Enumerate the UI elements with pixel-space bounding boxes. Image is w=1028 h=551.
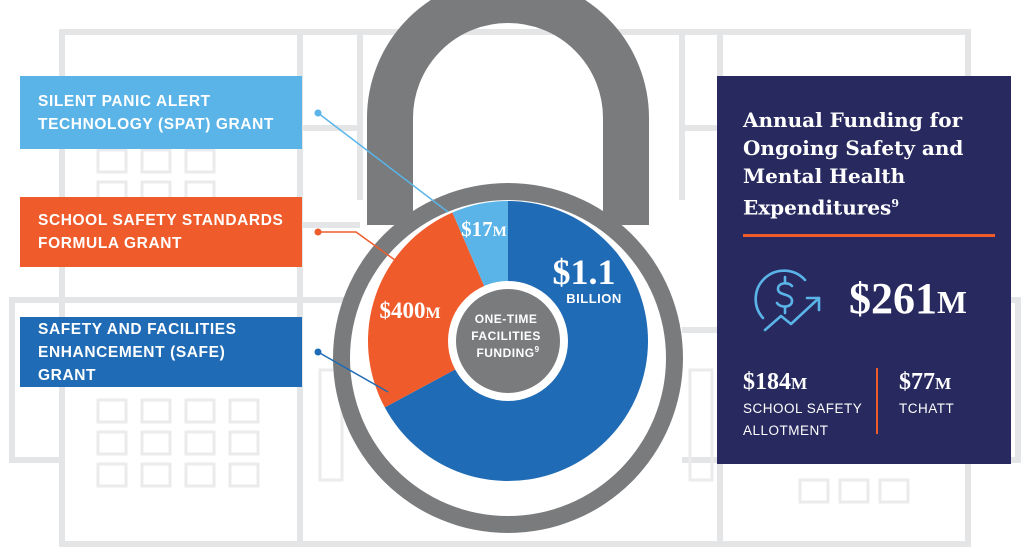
slice-label-spat: $17M <box>461 217 507 241</box>
tchatt-label: TCHATT <box>899 401 955 416</box>
panel-divider-rule <box>743 234 995 237</box>
slice-label-safe-unit: BILLION <box>566 291 622 306</box>
school-safety-allotment-label: SCHOOL SAFETY ALLOTMENT <box>743 401 863 438</box>
money-growth-icon <box>754 269 821 332</box>
slice-label-school-safety-standards: $400M <box>379 298 440 323</box>
leader-lines <box>314 109 449 393</box>
donut-center <box>456 289 560 393</box>
panel-vertical-divider <box>876 368 878 434</box>
grant-label-school-safety-standards: SCHOOL SAFETY STANDARDS FORMULA GRANT <box>20 197 302 267</box>
annual-funding-panel: Annual Funding for Ongoing Safety and Me… <box>717 76 1011 464</box>
slice-label-safe-amount: $1.1 <box>553 252 616 292</box>
grant-label-spat: SILENT PANIC ALERT TECHNOLOGY (SPAT) GRA… <box>20 76 302 149</box>
lock-shackle <box>367 0 649 225</box>
tchatt-amount: $77M <box>899 369 952 395</box>
center-label: ONE-TIME FACILITIES FUNDING9 <box>471 312 545 360</box>
school-safety-allotment-amount: $184M <box>743 369 808 395</box>
grant-label-safe: SAFETY AND FACILITIES ENHANCEMENT (SAFE)… <box>20 317 302 387</box>
panel-total-amount: $261M <box>849 274 967 323</box>
panel-title: Annual Funding for Ongoing Safety and Me… <box>743 108 964 220</box>
